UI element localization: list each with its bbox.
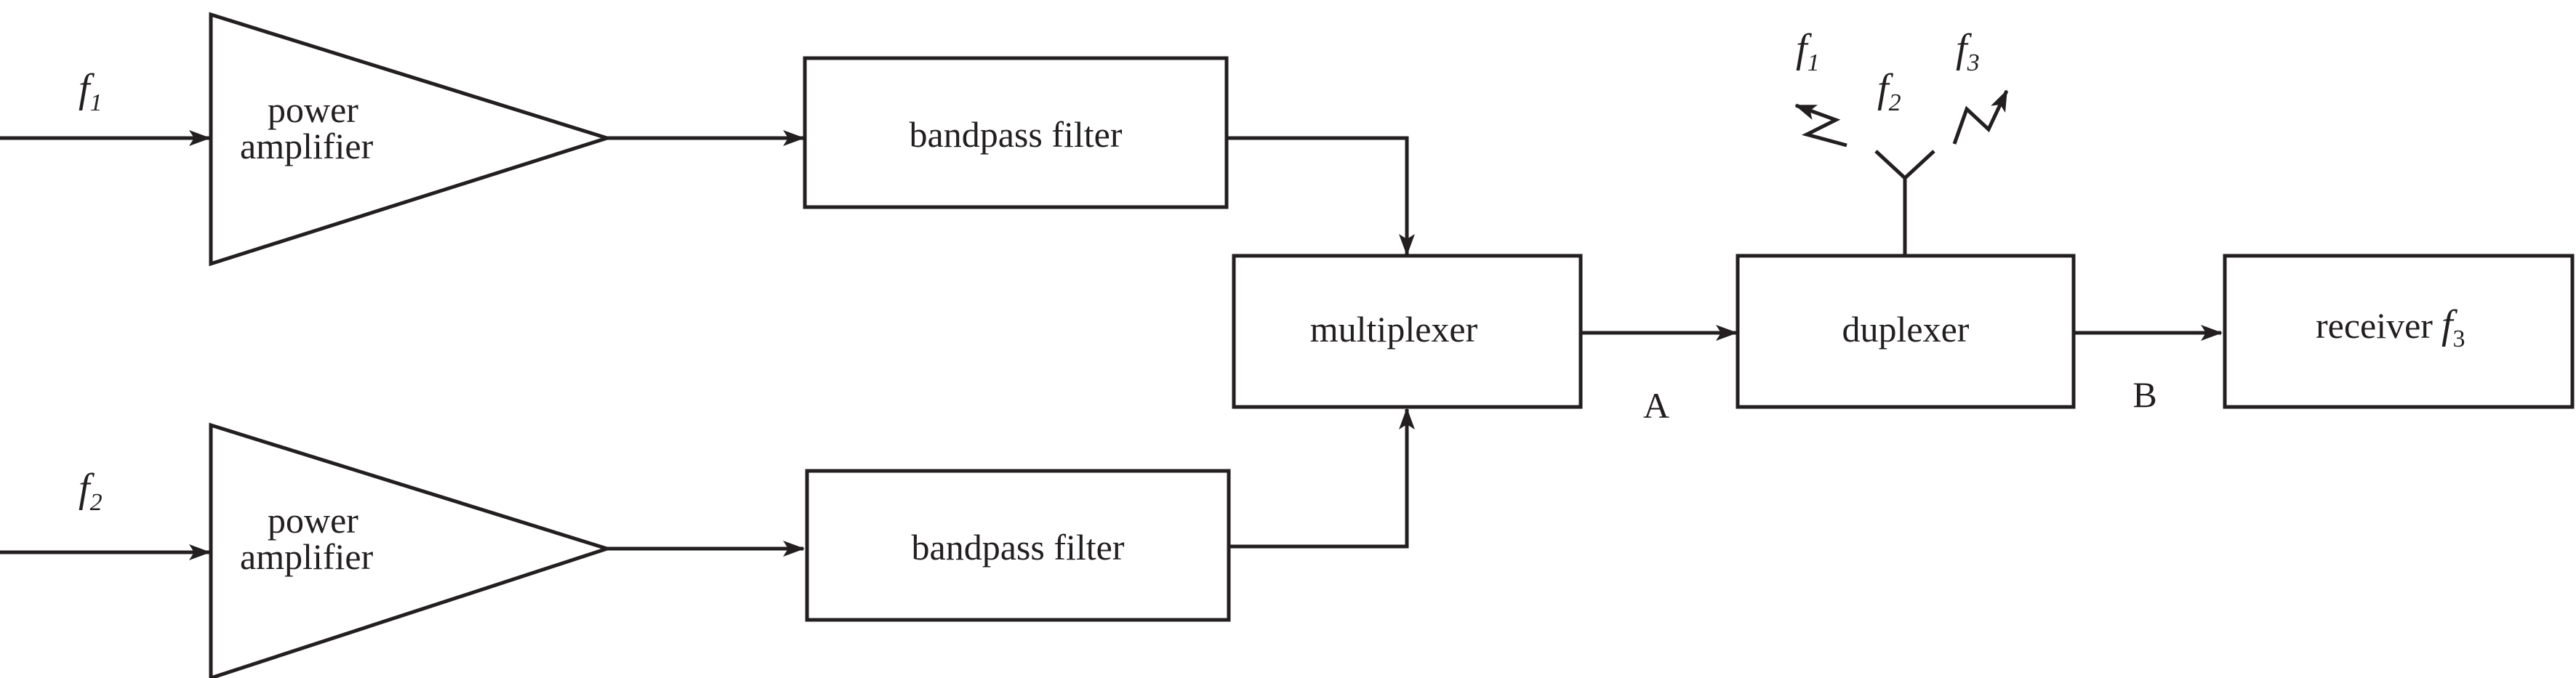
- input-label-f2: f2: [79, 466, 103, 516]
- power-amplifier-2-label: power amplifier: [240, 500, 374, 577]
- multiplexer-label: multiplexer: [1310, 309, 1478, 350]
- bandpass-filter-2: [805, 469, 1231, 622]
- power-amplifier-1: [209, 12, 614, 267]
- power-amplifier-1-label-line2: amplifier: [240, 126, 374, 166]
- antenna-label-f2: f2: [1877, 66, 1901, 116]
- input-label-f1: f1: [79, 66, 103, 116]
- power-amplifier-2-label-line2: amplifier: [240, 536, 374, 577]
- bpf1-to-mux-line: [1227, 136, 1415, 256]
- power-amplifier-2-label-line1: power: [268, 500, 358, 541]
- duplexer-label: duplexer: [1842, 309, 1970, 350]
- point-label-a: A: [1643, 385, 1669, 426]
- bandpass-filter-1: [803, 56, 1229, 209]
- bpf2-to-mux-line: [1229, 408, 1415, 549]
- bandpass-filter-2-label: bandpass filter: [912, 527, 1125, 568]
- antenna-icon: [1874, 150, 1935, 256]
- receiver-block: [2223, 254, 2575, 409]
- power-amplifier-1-label: power amplifier: [240, 89, 374, 166]
- power-amplifier-2: [209, 422, 614, 678]
- point-label-b: B: [2132, 374, 2156, 415]
- antenna-label-f1: f1: [1796, 26, 1820, 76]
- antenna-label-f3: f3: [1956, 26, 1980, 76]
- power-amplifier-1-label-line1: power: [268, 89, 358, 130]
- wave-arrow-f1-icon: [1794, 103, 1847, 148]
- multiplexer-block: [1232, 254, 1583, 409]
- bandpass-filter-1-label: bandpass filter: [910, 114, 1123, 155]
- wave-arrow-f3-icon: [1952, 89, 2009, 145]
